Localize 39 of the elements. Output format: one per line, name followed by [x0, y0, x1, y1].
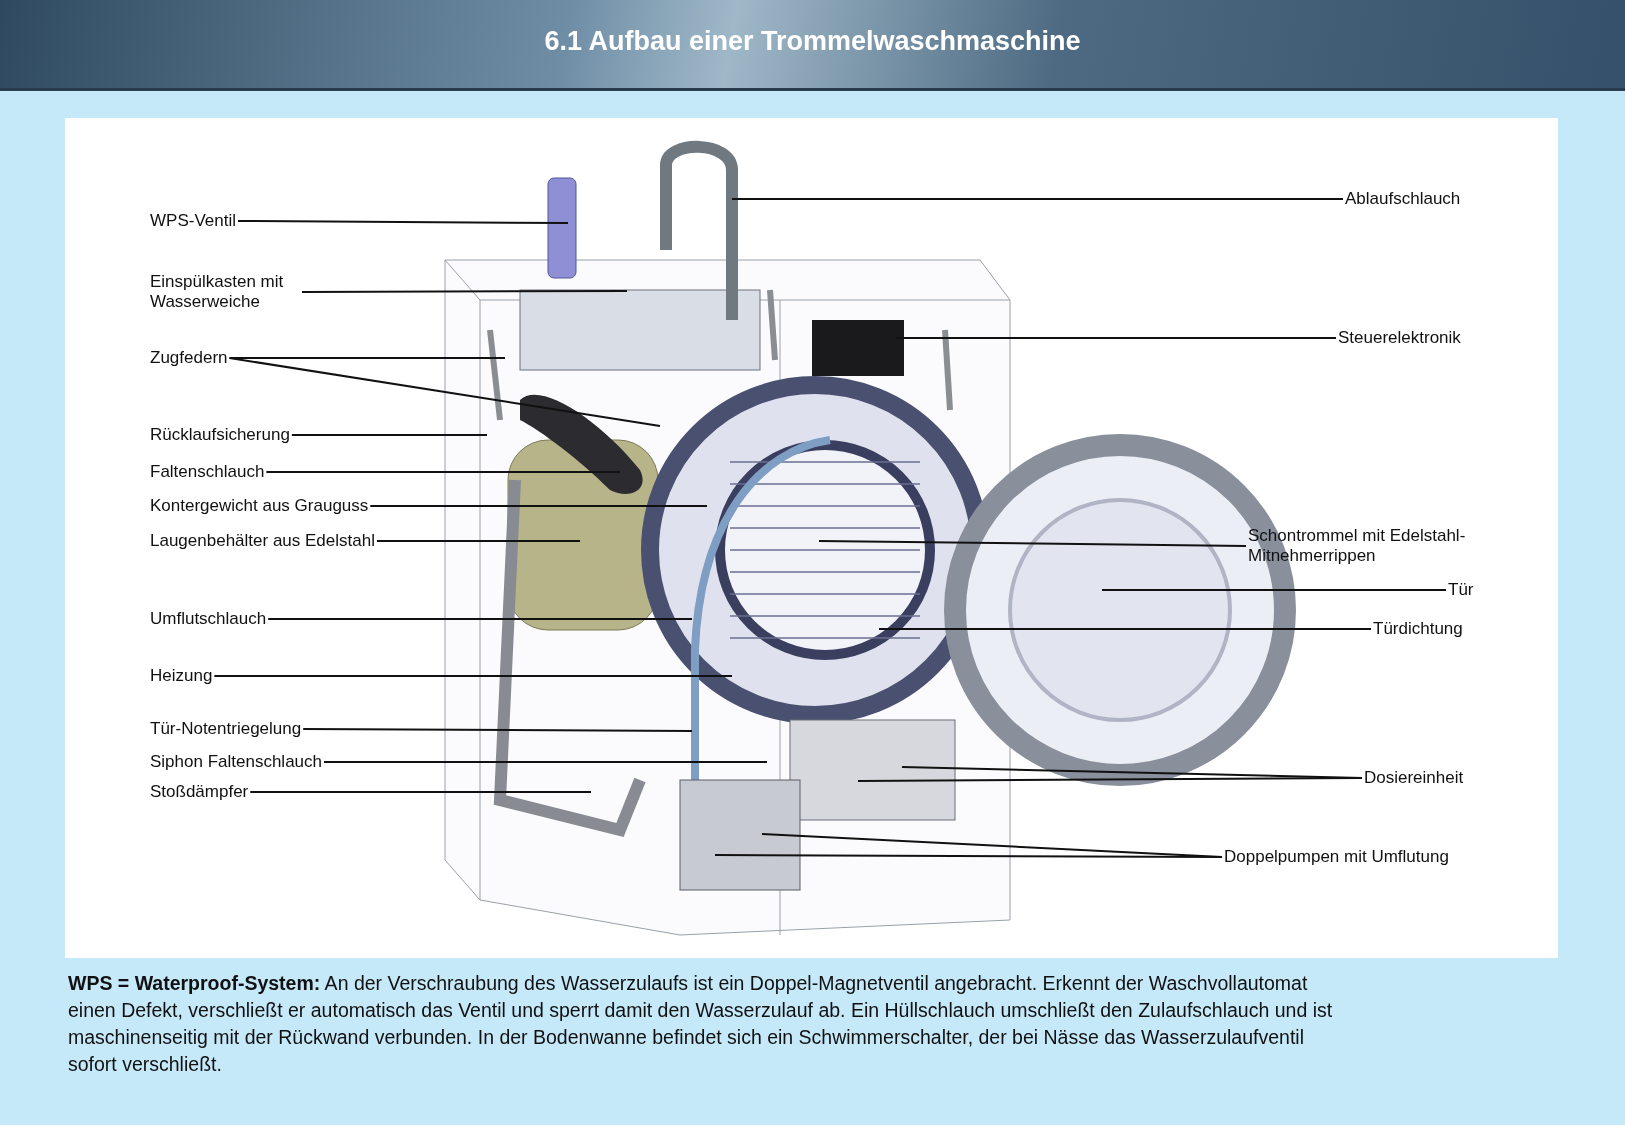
leader-line [369, 505, 708, 507]
leader-line [265, 471, 621, 473]
leader-line [249, 791, 592, 793]
leader-line [302, 728, 693, 732]
leader-line [323, 761, 768, 763]
part-label: Zugfedern [150, 348, 228, 368]
part-label: Umflutschlauch [150, 609, 267, 629]
part-label: Schontrommel mit Edelstahl-Mitnehmerrippen [1248, 526, 1466, 566]
leader-line [878, 628, 1372, 630]
part-label: Ablaufschlauch [1345, 189, 1461, 209]
part-label: Heizung [150, 666, 213, 686]
leader-line [228, 357, 661, 427]
caption-paragraph: WPS = Waterproof-System: An der Verschraubung des Wasserzulaufs ist ein Doppel-Magnetventil angebracht. Erkennt der Waschvollautomat einen Defekt, verschließt er automatisch das Ventil und sperrt damit den Wasserzulauf ab. Ein Hüllschlauch umschließt den Zulaufschlauch und ist maschinenseitig mit der Rückwand verbunden. In der Bodenwanne befindet sich ein Schwimmerschalter, der bei Nässe das Wasserzulaufventil sofort verschließt. [68, 971, 1334, 1077]
part-label: Doppelpumpen mit Umflutung [1224, 847, 1449, 867]
leader-line [237, 220, 569, 224]
part-label: Rücklaufsicherung [150, 425, 290, 445]
part-label: Dosiereinheit [1364, 768, 1464, 788]
part-label: Türdichtung [1373, 619, 1463, 639]
page-title: 6.1 Aufbau einer Trommelwaschmaschine [543, 26, 1082, 57]
part-label: Siphon Faltenschlauch [150, 752, 322, 772]
part-label: Tür-Notentriegelung [150, 719, 302, 739]
leader-line [301, 290, 628, 293]
part-label: Stoßdämpfer [150, 782, 249, 802]
part-label: Tür [1448, 580, 1474, 600]
part-label: Kontergewicht aus Grauguss [150, 496, 369, 516]
leader-line [731, 198, 1344, 200]
part-label: Laugenbehälter aus Edelstahl [150, 531, 375, 551]
part-label: Steuerelektronik [1338, 328, 1461, 348]
leader-line [1101, 589, 1447, 591]
leader-line [290, 434, 488, 436]
part-label: WPS-Ventil [150, 211, 236, 231]
leader-line [895, 337, 1337, 339]
leader-line [857, 777, 1363, 782]
leader-line [213, 675, 733, 677]
leader-line [375, 540, 581, 542]
part-label: Faltenschlauch [150, 462, 265, 482]
part-label: Einspülkasten mit Wasserweiche [150, 272, 300, 312]
leader-line [714, 854, 1223, 858]
leader-line [267, 618, 693, 620]
